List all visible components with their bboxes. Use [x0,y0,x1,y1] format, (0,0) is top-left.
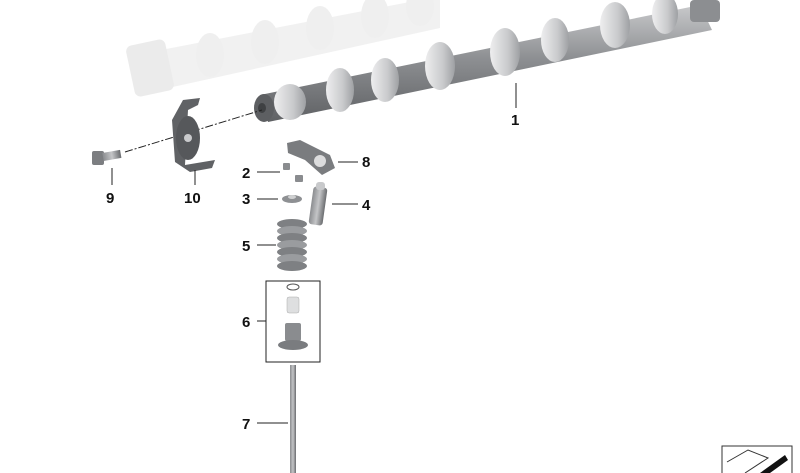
valve-spring [277,219,307,271]
hydraulic-lifter [308,182,328,226]
callout-2[interactable]: 2 [242,165,251,182]
valve-stem-seal-kit [265,280,321,363]
callout-6[interactable]: 6 [242,314,251,331]
callout-3[interactable]: 3 [242,191,251,208]
callout-9[interactable]: 9 [106,190,115,207]
rocker-arm [287,140,335,175]
leader-lines [111,83,517,424]
sensor-wheel [172,98,215,172]
callout-1[interactable]: 1 [511,112,520,129]
page-turn-icon[interactable] [721,445,793,473]
callout-10[interactable]: 10 [184,190,201,207]
camshaft [254,0,720,122]
spring-retainer [282,195,302,203]
callout-4[interactable]: 4 [362,197,371,214]
callout-7[interactable]: 7 [242,416,251,433]
callout-5[interactable]: 5 [242,238,251,255]
valve [290,365,296,473]
ghost-camshaft [126,0,440,97]
callout-8[interactable]: 8 [362,154,371,171]
bolt [92,149,122,165]
valve-cotters [283,163,303,182]
